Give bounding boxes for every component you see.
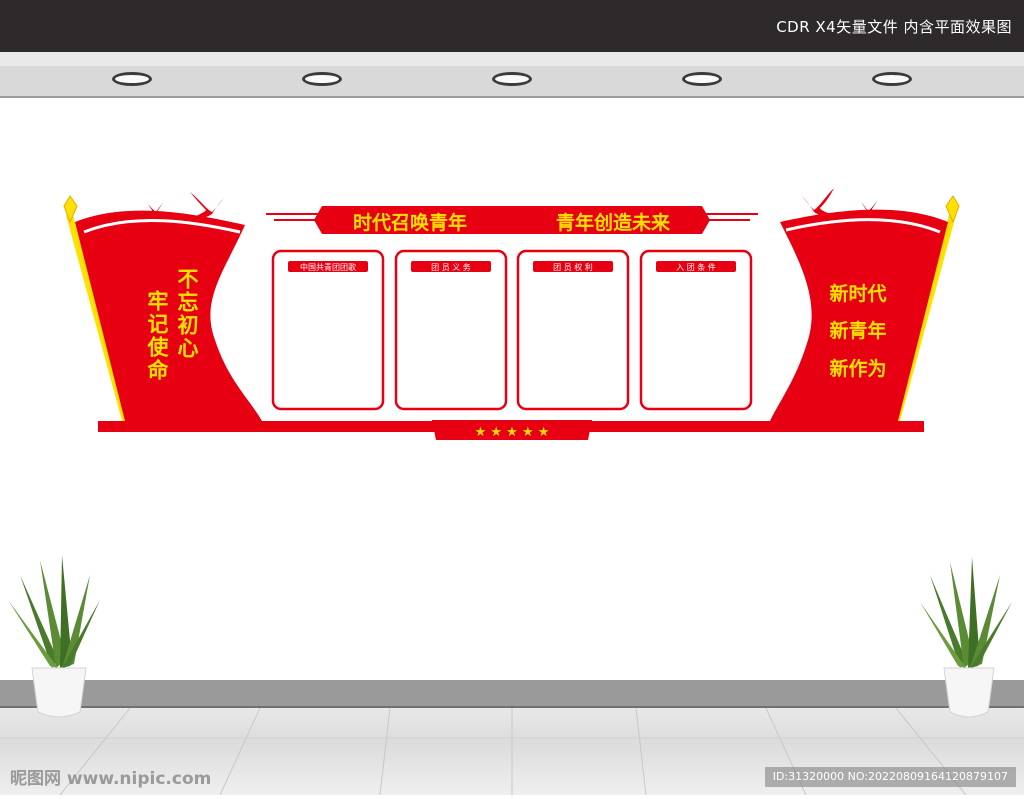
ceiling-light-icon <box>682 72 722 86</box>
skirting-board <box>0 680 1024 708</box>
top-banner: CDR X4矢量文件 内含平面效果图 <box>0 0 1024 52</box>
potted-plant-left-icon <box>8 555 100 718</box>
ceiling-light-icon <box>492 72 532 86</box>
content-panel[interactable]: 团 员 义 务 <box>394 249 508 411</box>
dove-icon <box>146 202 163 216</box>
dove-icon <box>800 188 834 217</box>
content-panel[interactable]: 中国共青团团歌 <box>271 249 385 411</box>
left-flag-edge <box>83 219 241 234</box>
right-flag <box>770 209 948 421</box>
panel-label: 团 员 权 利 <box>553 262 593 272</box>
watermark-id: ID:31320000 NO:20220809164120879107 <box>764 767 1016 787</box>
star-plaque <box>432 420 592 440</box>
left-flag <box>75 210 262 421</box>
panel-label: 入 团 条 件 <box>676 262 716 272</box>
ceiling-light-icon <box>112 72 152 86</box>
left-spear-tip-icon <box>63 195 78 224</box>
watermark-site: 昵图网 www.nipic.com <box>10 769 212 789</box>
ceiling-light-icon <box>302 72 342 86</box>
right-flag-edge <box>785 218 941 234</box>
dove-icon <box>190 192 226 219</box>
potted-plant-right-icon <box>920 557 1012 718</box>
right-spear-tip-icon <box>945 195 960 224</box>
panel-label: 团 员 义 务 <box>431 262 471 272</box>
content-panel[interactable]: 入 团 条 件 <box>639 249 753 411</box>
left-slogan-line2: 牢记使命 <box>145 289 170 382</box>
panel-label: 中国共青团团歌 <box>300 262 356 272</box>
right-slogan-line3: 新作为 <box>829 357 886 380</box>
dove-icon <box>861 200 878 215</box>
content-panel[interactable]: 团 员 权 利 <box>516 249 630 411</box>
title-left: 时代召唤青年 <box>353 211 467 234</box>
right-slogan-line2: 新青年 <box>829 319 886 342</box>
ceiling-light-icon <box>872 72 912 86</box>
file-info-text: CDR X4矢量文件 内含平面效果图 <box>776 18 1012 36</box>
title-band <box>314 206 710 234</box>
stars-text: ★ ★ ★ ★ ★ <box>475 425 550 440</box>
right-slogan-line1: 新时代 <box>829 282 886 305</box>
left-slogan-line1: 不忘初心 <box>175 268 199 360</box>
title-right: 青年创造未来 <box>556 211 670 234</box>
